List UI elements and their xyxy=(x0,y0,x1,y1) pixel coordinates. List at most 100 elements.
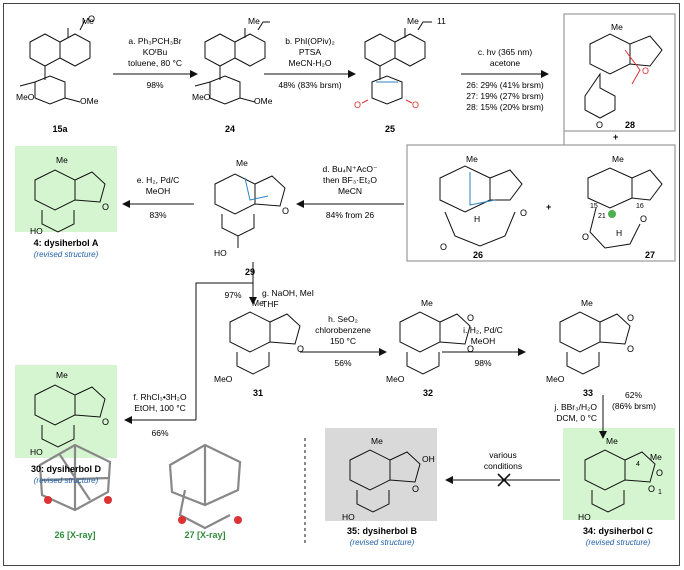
cond-d-2: then BF₃·Et₂O xyxy=(323,175,377,185)
cond-i-2: MeOH xyxy=(471,336,496,346)
label-15a: 15a xyxy=(52,124,68,134)
atom-ho-4: HO xyxy=(30,226,43,236)
atom-o2-33: O xyxy=(627,344,634,354)
label-35: 35: dysiherbol B xyxy=(347,526,418,536)
cond-h-3: 150 °C xyxy=(330,336,356,346)
green-box-4 xyxy=(15,146,117,232)
atom-o2-25: O xyxy=(412,100,419,110)
box-28 xyxy=(563,13,676,132)
atom-me-28: Me xyxy=(611,22,623,32)
label-30: 30: dysiherbol D xyxy=(31,464,102,474)
cond-c-2: acetone xyxy=(490,58,521,68)
atom-o-15a: O xyxy=(88,14,95,24)
label-24: 24 xyxy=(225,124,235,134)
molecule-27 xyxy=(587,167,663,249)
cond-g-2: THF xyxy=(262,299,279,309)
atom-1-34: 1 xyxy=(658,489,662,496)
atom-o-31: O xyxy=(297,344,304,354)
atom-me-26: Me xyxy=(466,154,478,164)
yield-j-brsm: (86% brsm) xyxy=(612,401,656,411)
molecule-28 xyxy=(584,33,663,119)
atom-me-4: Me xyxy=(56,155,68,165)
xray-structure-27 xyxy=(168,443,242,530)
dienone-red-25 xyxy=(361,99,413,104)
atom-meo-33: MeO xyxy=(546,374,565,384)
label-27: 27 xyxy=(645,250,655,260)
molecule-31 xyxy=(229,311,301,375)
cond-a-3: toluene, 80 °C xyxy=(128,58,182,68)
atom-me-27: Me xyxy=(612,154,624,164)
cond-h-2: chlorobenzene xyxy=(315,325,371,335)
atom-me-25: Me xyxy=(407,16,419,26)
atom-me-33: Me xyxy=(581,298,593,308)
atom-o2-27: O xyxy=(640,214,647,224)
atom-4-34: 4 xyxy=(636,461,640,468)
label-30-note: (revised structure) xyxy=(34,476,99,485)
label-4: 4: dysiherbol A xyxy=(34,238,99,248)
yield-c-27: 27: 19% (27% brsm) xyxy=(466,91,544,101)
label-28: 28 xyxy=(625,120,635,130)
cond-various-1: various xyxy=(489,450,516,460)
atom-h-27: H xyxy=(616,228,622,238)
cond-d-1: d. Bu₄N⁺AcO⁻ xyxy=(323,164,378,174)
atom-o-28: O xyxy=(642,66,649,76)
label-26: 26 xyxy=(473,250,483,260)
atom-o1-25: O xyxy=(354,100,361,110)
cond-b-3: MeCN-H₂O xyxy=(289,58,332,68)
atom-o1-32: O xyxy=(467,313,474,323)
atom-o1-34: O xyxy=(656,468,663,478)
atom-o2-32: O xyxy=(467,344,474,354)
cond-g-1: g. NaOH, MeI xyxy=(262,288,314,298)
molecule-34 xyxy=(584,449,656,513)
molecule-15a xyxy=(19,19,91,105)
label-29: 29 xyxy=(245,267,255,277)
cond-f-1: f. RhCl₃•3H₂O xyxy=(133,392,187,402)
molecule-33 xyxy=(559,311,631,375)
label-35-note: (revised structure) xyxy=(350,538,415,547)
label-33: 33 xyxy=(583,388,593,398)
yield-f: 66% xyxy=(151,428,168,438)
yield-e: 83% xyxy=(149,210,166,220)
xray-structure-26 xyxy=(38,443,112,512)
cond-b-1: b. PhI(OPiv)₂ xyxy=(285,36,335,46)
atom-meo-24: MeO xyxy=(192,92,211,102)
label-4-note: (revised structure) xyxy=(34,250,99,259)
label-34-note: (revised structure) xyxy=(586,538,651,547)
label-xray-27: 27 [X-ray] xyxy=(184,530,225,540)
yield-j: 62% xyxy=(625,390,642,400)
atom-me-32: Me xyxy=(421,298,433,308)
atom-meo-15a: MeO xyxy=(16,92,35,102)
label-34: 34: dysiherbol C xyxy=(583,526,654,536)
cond-c-1: c. hν (365 nm) xyxy=(478,47,532,57)
yield-d: 84% from 26 xyxy=(326,210,374,220)
cond-e-1: e. H₂, Pd/C xyxy=(137,175,180,185)
atom-me-15a: Me xyxy=(82,16,94,26)
atom-o-4: O xyxy=(102,202,109,212)
atom-ho-29: HO xyxy=(214,248,227,258)
atom-ome-24: OMe xyxy=(254,96,273,106)
atom-15-27: 15 xyxy=(590,203,598,210)
cross-mark xyxy=(497,473,511,487)
atom-o-30: O xyxy=(102,417,109,427)
blue-bonds-26 xyxy=(469,172,496,206)
yield-c-28: 28: 15% (20% brsm) xyxy=(466,102,544,112)
molecule-26 xyxy=(439,165,523,247)
yield-a: 98% xyxy=(146,80,163,90)
atom-me-31: Me xyxy=(252,298,264,308)
atom-o2-34: O xyxy=(648,484,655,494)
atom-o2-28: O xyxy=(596,120,603,130)
label-25: 25 xyxy=(385,124,395,134)
label-32: 32 xyxy=(423,388,433,398)
atom-16-27: 16 xyxy=(636,203,644,210)
cond-h-1: h. SeO₂ xyxy=(328,314,358,324)
molecule-35 xyxy=(349,449,421,513)
box-26-27 xyxy=(406,144,676,262)
label-31: 31 xyxy=(253,388,263,398)
molecule-30 xyxy=(34,384,106,448)
cond-a-1: a. Ph₃PCH₃Br xyxy=(128,36,181,46)
cond-i-1: i. H₂, Pd/C xyxy=(463,325,503,335)
atom-o1-26: O xyxy=(440,242,447,252)
atom-o1-33: O xyxy=(627,313,634,323)
yield-h: 56% xyxy=(334,358,351,368)
